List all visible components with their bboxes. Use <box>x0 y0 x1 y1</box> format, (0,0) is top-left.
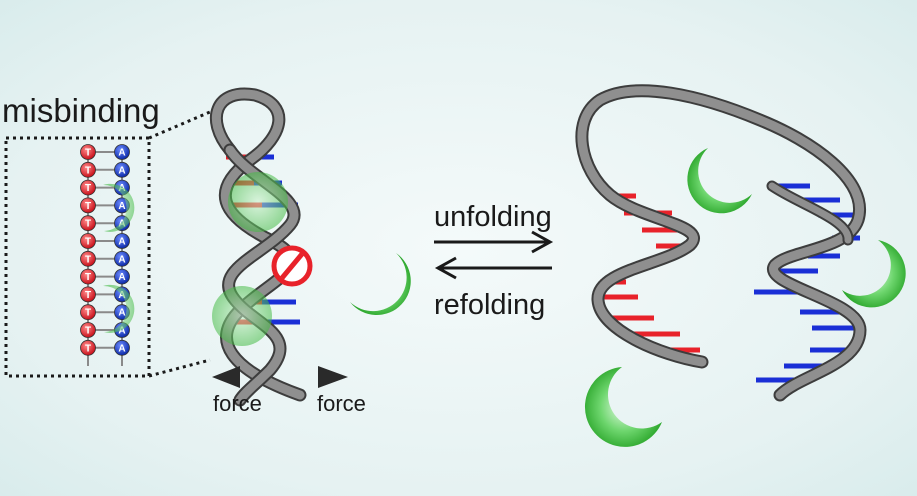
red-bead-icon <box>80 161 96 178</box>
unfolding-label: unfolding <box>434 201 552 233</box>
red-bead-icon <box>80 144 96 160</box>
red-bead-icon <box>80 339 96 356</box>
base-letter: T <box>85 254 91 265</box>
force-left-label: force <box>213 391 262 416</box>
red-bead-icon <box>80 286 96 303</box>
base-letter: T <box>85 308 91 319</box>
base-letter: T <box>85 165 91 176</box>
base-letter: A <box>118 343 125 354</box>
protein-icon <box>687 148 752 214</box>
red-bead-icon <box>80 197 96 214</box>
refolding-label: refolding <box>434 289 546 321</box>
base-letter: T <box>85 272 91 283</box>
blue-bead-icon <box>114 144 130 160</box>
unfolded-strand <box>577 86 865 400</box>
red-bead-icon <box>80 322 96 338</box>
equilibrium-arrows-icon <box>434 230 554 280</box>
zoom-line-bottom <box>148 358 211 378</box>
protein-icon <box>584 367 662 447</box>
protein-icon <box>842 240 906 308</box>
base-letter: A <box>118 326 125 337</box>
red-bead-icon <box>80 268 96 285</box>
base-letter: T <box>85 148 91 159</box>
base-letter: A <box>118 272 125 283</box>
blue-bead-icon <box>114 268 130 285</box>
unfolded-structure <box>575 84 867 402</box>
base-letter: T <box>85 343 91 354</box>
force-left-arrow-icon <box>212 366 240 388</box>
protein-icon <box>103 183 135 232</box>
red-bead-icon <box>80 179 96 196</box>
base-letter: A <box>118 308 125 319</box>
force-right-arrow-icon <box>318 366 348 388</box>
red-bead-icon <box>80 233 96 249</box>
protein-icon <box>228 172 288 232</box>
inset-box <box>4 136 151 378</box>
base-letter: A <box>118 290 125 301</box>
base-letter: T <box>85 290 91 301</box>
protein-icon <box>103 284 135 333</box>
base-letter: T <box>85 237 91 248</box>
base-letter: A <box>118 201 125 212</box>
red-bead-icon <box>80 215 96 232</box>
blue-bead-icon <box>114 161 130 178</box>
blue-bead-icon <box>114 250 130 267</box>
misbinding-inset: TATATATATATATATATATATATA <box>4 110 211 378</box>
base-letter: T <box>85 183 91 194</box>
base-letter: T <box>85 201 91 212</box>
force-right-label: force <box>317 391 366 416</box>
blue-bead-icon <box>114 233 130 249</box>
red-bead-icon <box>80 304 96 321</box>
base-letter: A <box>118 237 125 248</box>
base-letter: A <box>118 148 125 159</box>
blue-bead-icon <box>114 339 130 356</box>
folded-hairpin <box>209 87 348 407</box>
base-letter: T <box>85 326 91 337</box>
base-letter: A <box>118 165 125 176</box>
protein-icon <box>212 286 272 346</box>
protein-icon <box>350 253 411 316</box>
base-letter: T <box>85 219 91 230</box>
base-letter: A <box>118 254 125 265</box>
misbinding-label: misbinding <box>2 92 160 129</box>
protein-icon <box>23 226 53 285</box>
prohibition-icon <box>271 245 313 287</box>
red-bead-icon <box>80 250 96 267</box>
